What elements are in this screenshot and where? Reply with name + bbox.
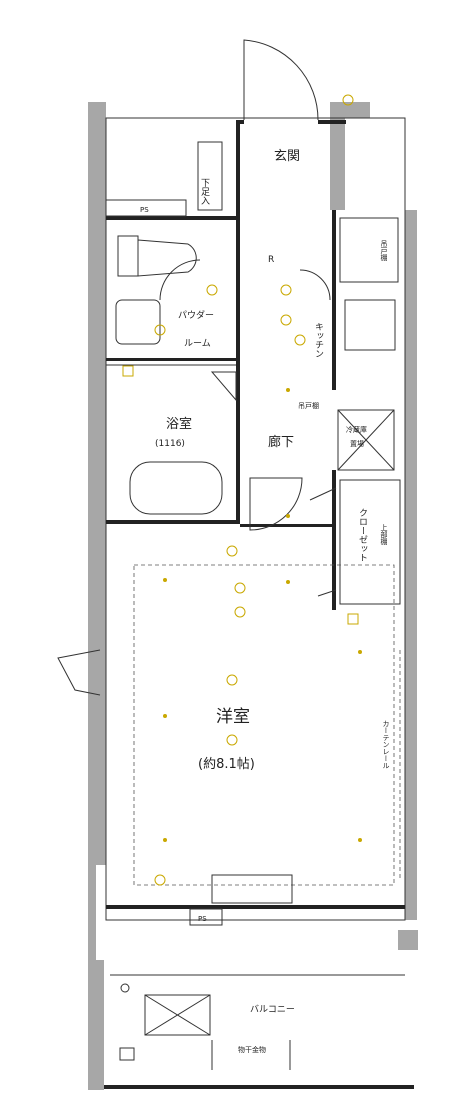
desk-area bbox=[211, 874, 293, 904]
balcony-label: バルコニー bbox=[250, 1004, 295, 1015]
powder-room-label-1: パウダー bbox=[178, 309, 214, 321]
upper-shelf-label: 上部棚 bbox=[380, 523, 388, 546]
western-room-inner bbox=[133, 564, 395, 886]
toilet-bowl bbox=[137, 239, 197, 277]
ps-top-box bbox=[105, 199, 187, 217]
bathroom-size-label: (1116) bbox=[155, 439, 185, 449]
western-room-label: 洋室 bbox=[216, 707, 250, 727]
hallway-label: 廊下 bbox=[268, 434, 294, 450]
cabinet-symbol-label: R bbox=[268, 255, 274, 265]
light-symbol bbox=[154, 874, 166, 886]
washbasin bbox=[115, 299, 161, 345]
outer-wall-bottom-left bbox=[88, 960, 104, 1090]
light-symbol bbox=[154, 324, 166, 336]
outlet-dot bbox=[286, 388, 290, 392]
hanging-cupboard-label-1: 吊戸棚 bbox=[298, 401, 319, 410]
outlet-dot bbox=[358, 838, 362, 842]
fridge-box bbox=[337, 409, 395, 471]
switch-symbol bbox=[347, 613, 359, 625]
light-symbol bbox=[342, 94, 354, 106]
left-window-door bbox=[57, 649, 101, 696]
powder-room-label-2: ルーム bbox=[184, 338, 211, 349]
fixtures bbox=[110, 217, 405, 1070]
kitchen-door-arc bbox=[299, 269, 331, 301]
wall-bath-bottom bbox=[106, 520, 240, 524]
ps-bottom-box bbox=[189, 908, 223, 926]
light-symbol bbox=[206, 284, 218, 296]
wall-entrance-left bbox=[236, 120, 240, 216]
curtain-rail-label: カーテンレール bbox=[382, 720, 390, 769]
doors bbox=[57, 39, 337, 696]
outlet-dot bbox=[163, 714, 167, 718]
outlet-dot bbox=[286, 580, 290, 584]
wall-entrance-top-right bbox=[318, 120, 346, 124]
wall-western-bottom bbox=[106, 905, 405, 909]
switch-symbol bbox=[122, 365, 134, 377]
western-room-size-label: (約8.1帖) bbox=[198, 757, 255, 772]
wall-kitchen-left bbox=[332, 210, 336, 390]
light-symbol bbox=[226, 674, 238, 686]
light-symbol bbox=[294, 334, 306, 346]
toilet-door-arc bbox=[159, 259, 201, 301]
fridge-cross-2 bbox=[337, 409, 395, 471]
bathroom-label: 浴室 bbox=[166, 416, 192, 432]
ps-top-label: PS bbox=[140, 206, 149, 214]
walls bbox=[104, 117, 414, 1089]
outlet-dot bbox=[163, 838, 167, 842]
hanging-cupboard-label-2: 吊戸棚 bbox=[380, 240, 388, 262]
closet-box bbox=[339, 479, 401, 605]
labels: 玄関 下足入 PS PS パウダー ルーム キッチン 浴室 (1116) 廊下 … bbox=[140, 149, 390, 1054]
light-symbol bbox=[280, 284, 292, 296]
light-symbol bbox=[280, 314, 292, 326]
fridge-label-1: 冷蔵庫 bbox=[346, 425, 367, 434]
closet-door-2 bbox=[317, 589, 337, 597]
light-symbol bbox=[226, 545, 238, 557]
entrance-door-arc bbox=[243, 39, 319, 121]
aircon-unit bbox=[144, 994, 211, 1036]
wall-closet-left bbox=[332, 470, 336, 610]
upper-cabinet-box bbox=[339, 217, 399, 283]
wall-powder-bottom bbox=[106, 358, 240, 361]
light-symbol bbox=[234, 606, 246, 618]
closet-label: クローゼット bbox=[357, 508, 368, 562]
kitchen-label: キッチン bbox=[313, 322, 324, 358]
balcony-box bbox=[119, 1047, 135, 1061]
ps-bottom-label: PS bbox=[198, 915, 207, 923]
kitchen-sink bbox=[344, 299, 396, 351]
shoe-box-label-1: 下足入 bbox=[199, 178, 210, 205]
outer-structure bbox=[88, 102, 418, 1090]
shoe-box-outline bbox=[197, 141, 223, 211]
wall-western-top bbox=[240, 524, 336, 527]
wall-entrance-top bbox=[236, 120, 244, 124]
outer-wall-left bbox=[88, 102, 106, 960]
closet-door-1 bbox=[309, 487, 337, 501]
light-symbol bbox=[226, 734, 238, 746]
balcony-drain bbox=[120, 983, 130, 993]
outlet-dot bbox=[163, 578, 167, 582]
fridge-label-2: 置場 bbox=[350, 439, 364, 448]
outlet-dot bbox=[286, 514, 290, 518]
balcony-slab-right bbox=[398, 930, 418, 950]
outer-wall-top-right bbox=[330, 102, 370, 210]
wall-top-left bbox=[106, 216, 240, 220]
wall-bath-right bbox=[236, 220, 240, 520]
bath-door bbox=[210, 371, 237, 402]
bathtub bbox=[129, 461, 223, 515]
hall-door-arc bbox=[249, 477, 303, 531]
unit-outline bbox=[105, 117, 406, 921]
aircon-cross-2 bbox=[144, 994, 211, 1036]
electric-symbols bbox=[119, 94, 362, 1061]
outer-wall-right bbox=[405, 210, 417, 920]
wall-balcony-bottom bbox=[104, 1085, 414, 1089]
light-symbol bbox=[234, 582, 246, 594]
toilet-tank bbox=[117, 235, 139, 277]
outlet-dot bbox=[358, 650, 362, 654]
drying-hardware-label: 物干金物 bbox=[238, 1045, 266, 1054]
entrance-label: 玄関 bbox=[274, 149, 300, 164]
